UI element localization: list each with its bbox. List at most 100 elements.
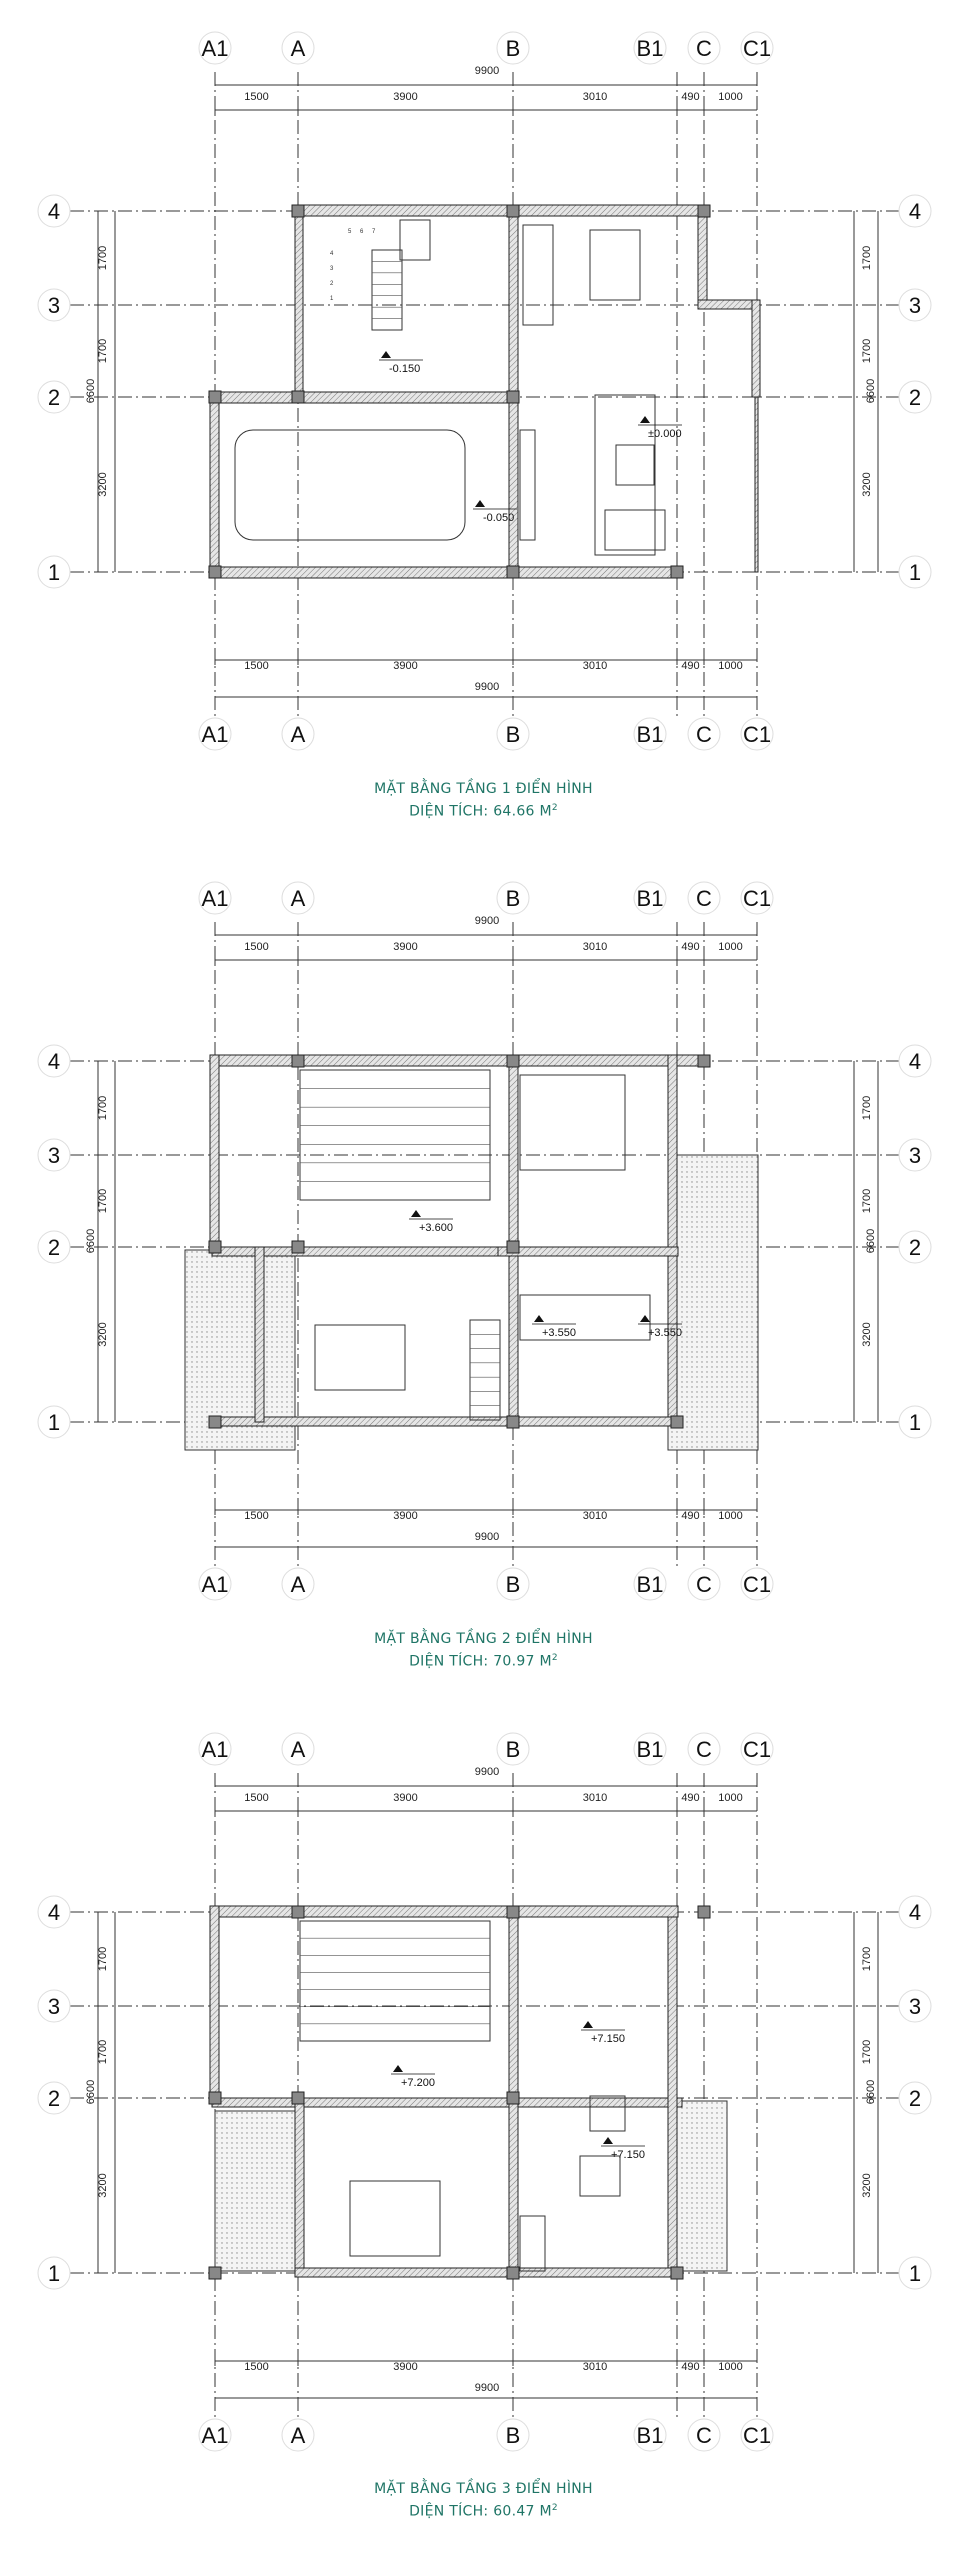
grid-bubble	[687, 1567, 721, 1601]
bathroom-counter-outline	[519, 1294, 651, 1341]
elevation-label: -0.050	[483, 512, 514, 524]
structural-column	[291, 2091, 305, 2105]
column-label-a: A	[291, 36, 306, 61]
segment-dimension: 1500	[244, 91, 268, 103]
grid-bubble	[496, 31, 530, 65]
grid-bubble	[687, 881, 721, 915]
row-segment-dimension: 1700	[861, 339, 873, 363]
column-label-c: C	[696, 36, 712, 61]
grid-bubble	[37, 1989, 71, 2023]
segment-dimension: 1000	[718, 91, 742, 103]
grid-bubble	[687, 1732, 721, 1766]
structural-column	[208, 2091, 222, 2105]
segment-dimension: 490	[681, 660, 699, 672]
toilet-outline	[579, 2155, 621, 2197]
column-label-a1: A1	[202, 36, 229, 61]
structural-column	[291, 1240, 305, 1254]
column-label-b1: B1	[637, 2423, 664, 2448]
row-label-2: 2	[48, 2086, 60, 2111]
row-label-4: 4	[48, 199, 60, 224]
column-label-b1: B1	[637, 36, 664, 61]
stair-outline	[299, 1920, 491, 2042]
column-label-b: B	[506, 886, 521, 911]
elevation-label: +3.550	[648, 1327, 682, 1339]
stair-step-number: 7	[372, 229, 376, 235]
total-height-dimension: 6600	[865, 1229, 877, 1253]
stair-step-number: 4	[330, 251, 334, 257]
grid-bubble	[633, 2418, 667, 2452]
segment-dimension: 3900	[393, 660, 417, 672]
total-width-dimension: 9900	[475, 65, 499, 77]
total-height-dimension: 6600	[85, 2080, 97, 2104]
grid-bubble	[687, 31, 721, 65]
column-label-a1: A1	[202, 1737, 229, 1762]
column-label-b: B	[506, 722, 521, 747]
column-label-c1: C1	[743, 1572, 771, 1597]
elevation-marker-icon	[640, 1315, 650, 1322]
segment-dimension: 3010	[583, 941, 607, 953]
grid-bubble	[687, 2418, 721, 2452]
elevation-marker-icon	[583, 2021, 593, 2028]
row-label-4: 4	[909, 199, 921, 224]
grid-bubble	[740, 2418, 774, 2452]
total-width-dimension: 9900	[475, 1531, 499, 1543]
stair-outline	[371, 249, 403, 331]
wall	[209, 391, 220, 578]
segment-dimension: 3010	[583, 1510, 607, 1522]
structural-column	[291, 1054, 305, 1068]
segment-dimension: 1000	[718, 2361, 742, 2373]
grid-bubble	[633, 881, 667, 915]
grid-bubble	[898, 1405, 932, 1439]
grid-bubble	[740, 31, 774, 65]
total-height-dimension: 6600	[865, 2080, 877, 2104]
floor-1-caption: MẶT BẰNG TẦNG 1 ĐIỂN HÌNH DIỆN TÍCH: 64.…	[0, 780, 967, 822]
wall	[754, 396, 759, 573]
segment-dimension: 490	[681, 1792, 699, 1804]
structural-column	[208, 2266, 222, 2280]
grid-bubble	[37, 1230, 71, 1264]
structural-column	[506, 1054, 520, 1068]
segment-dimension: 490	[681, 1510, 699, 1522]
row-segment-dimension: 1700	[97, 2040, 109, 2064]
sofa-outline	[604, 509, 666, 551]
wall	[294, 204, 706, 217]
row-label-1: 1	[48, 560, 60, 585]
row-label-1: 1	[909, 560, 921, 585]
total-width-dimension: 9900	[475, 681, 499, 693]
grid-bubble	[37, 1895, 71, 1929]
grid-bubble	[37, 1405, 71, 1439]
grid-bubble	[198, 1567, 232, 1601]
coffee-table-outline	[615, 444, 655, 486]
structural-column	[670, 1415, 684, 1429]
grid-bubble	[898, 1895, 932, 1929]
grid-bubble	[898, 555, 932, 589]
column-label-b1: B1	[637, 722, 664, 747]
segment-dimension: 3010	[583, 91, 607, 103]
shelf-outline	[519, 2215, 546, 2272]
wall	[209, 391, 516, 404]
stair-lower-outline	[469, 1319, 501, 1421]
column-label-b: B	[506, 36, 521, 61]
row-segment-dimension: 3200	[97, 472, 109, 496]
stair-step-number: 5	[348, 229, 352, 235]
wall	[211, 2097, 683, 2108]
grid-bubble	[898, 1044, 932, 1078]
floor-2-caption: MẶT BẰNG TẦNG 2 ĐIỂN HÌNH DIỆN TÍCH: 70.…	[0, 1630, 967, 1672]
grid-bubble	[198, 31, 232, 65]
floor-3-caption: MẶT BẰNG TẦNG 3 ĐIỂN HÌNH DIỆN TÍCH: 60.…	[0, 2480, 967, 2522]
column-label-c1: C1	[743, 1737, 771, 1762]
segment-dimension: 1000	[718, 1510, 742, 1522]
row-label-2: 2	[48, 385, 60, 410]
segment-dimension: 3900	[393, 1792, 417, 1804]
elevation-marker-icon	[475, 500, 485, 507]
elevation-label: +3.550	[542, 1327, 576, 1339]
segment-dimension: 3900	[393, 2361, 417, 2373]
column-label-a1: A1	[202, 722, 229, 747]
row-segment-dimension: 1700	[97, 1947, 109, 1971]
grid-bubble	[198, 1732, 232, 1766]
structural-column	[506, 204, 520, 218]
column-label-c1: C1	[743, 886, 771, 911]
grid-bubble	[37, 1044, 71, 1078]
bed-outline	[349, 2180, 441, 2257]
